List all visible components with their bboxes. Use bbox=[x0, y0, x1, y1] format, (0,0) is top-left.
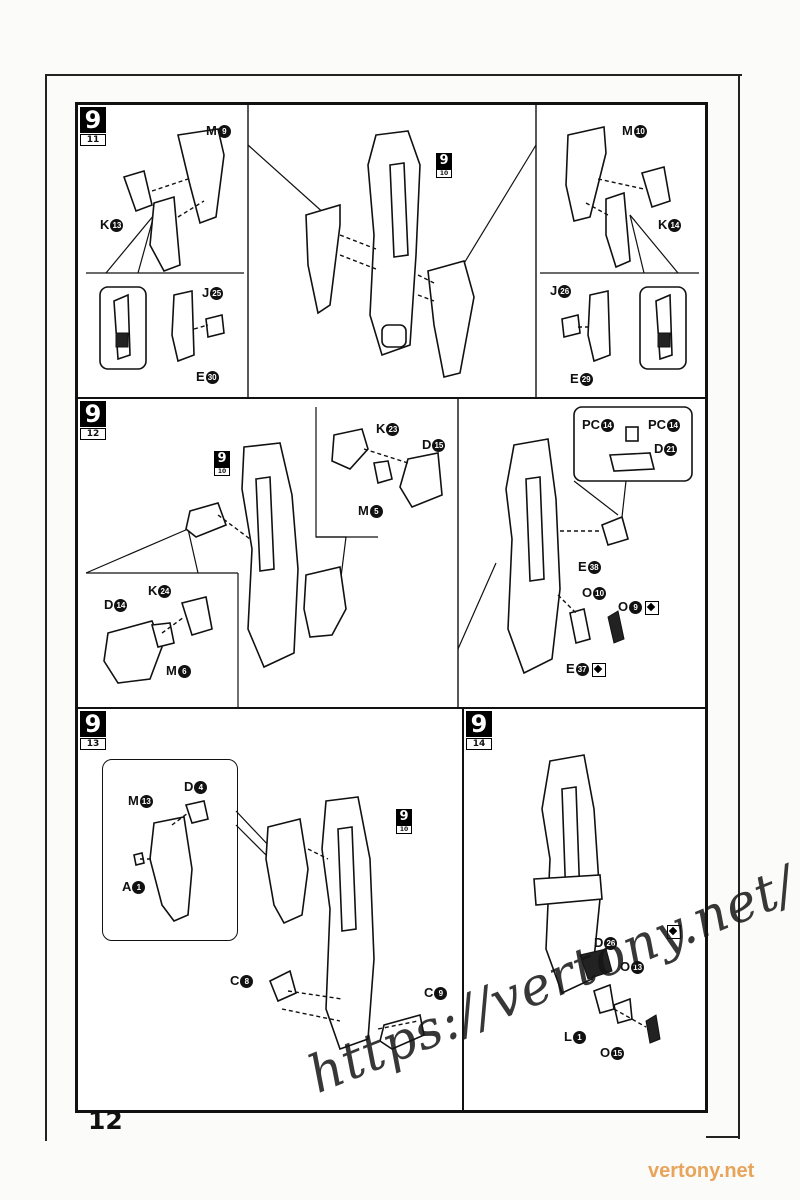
step-substep: 13 bbox=[80, 738, 106, 750]
crop-mark-right bbox=[738, 74, 740, 1139]
step-substep: 12 bbox=[80, 428, 106, 440]
step-number: 9 bbox=[80, 107, 106, 133]
colour-mark-icon bbox=[591, 662, 606, 677]
colour-mark-icon bbox=[645, 600, 660, 615]
step-badge: 9 12 bbox=[80, 401, 106, 440]
subassembly-reference-badge: 9 10 bbox=[396, 809, 412, 834]
watermark-corner: vertony.net bbox=[648, 1160, 755, 1182]
panel-step-9-12: 9 12 bbox=[77, 398, 706, 708]
instruction-page-frame: 9 11 bbox=[75, 102, 708, 1113]
assembly-illustration-leg-sides bbox=[86, 105, 699, 397]
crop-mark-outer bbox=[45, 74, 742, 1141]
panel-step-9-11: 9 11 bbox=[77, 104, 706, 398]
colour-mark-legend bbox=[664, 923, 681, 939]
step-number: 9 bbox=[466, 711, 492, 737]
step-number: 9 bbox=[80, 401, 106, 427]
assembly-illustration-shin bbox=[133, 796, 425, 1051]
step-substep: 11 bbox=[80, 134, 106, 146]
subassembly-reference-badge: 9 10 bbox=[214, 451, 230, 476]
step-badge: 9 11 bbox=[80, 107, 106, 146]
colour-mark-icon bbox=[667, 924, 681, 939]
step-badge: 9 14 bbox=[466, 711, 492, 750]
assembly-illustration-knee bbox=[85, 399, 693, 707]
assembly-illustration-completed-leg bbox=[533, 754, 661, 1044]
step-number: 9 bbox=[80, 711, 106, 737]
step-substep: 14 bbox=[466, 738, 492, 750]
crop-mark-bottom bbox=[706, 1136, 740, 1138]
subassembly-reference-badge: 9 10 bbox=[436, 153, 452, 178]
step-badge: 9 13 bbox=[80, 711, 106, 750]
page-number: 12 bbox=[88, 1106, 123, 1135]
